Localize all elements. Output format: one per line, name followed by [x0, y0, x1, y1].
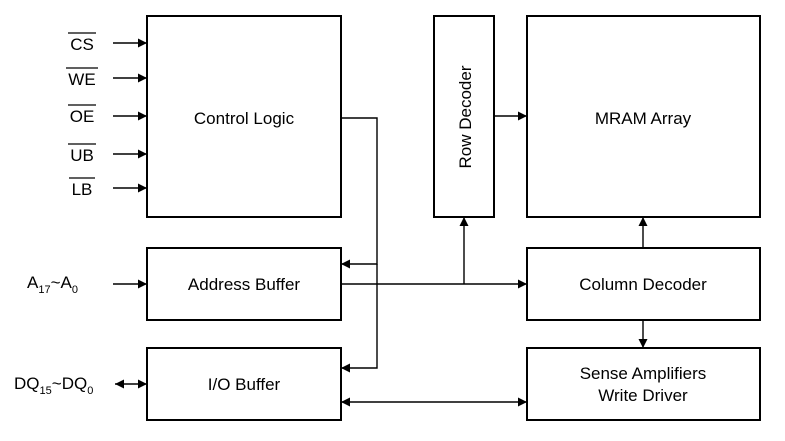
address-buffer-block: Address Buffer	[146, 247, 342, 321]
we-signal-label: WE	[68, 70, 95, 89]
oe-signal-label: OE	[70, 107, 95, 126]
row-decoder-label: Row Decoder	[456, 65, 475, 168]
address-bus-label: A17~A0	[27, 273, 78, 296]
lb-signal-label: LB	[72, 180, 93, 199]
control-signal-oe: OE	[68, 104, 147, 126]
io-buffer-block: I/O Buffer	[146, 347, 342, 421]
column-decoder-block: Column Decoder	[526, 247, 761, 321]
control-logic-label: Control Logic	[194, 109, 295, 128]
control-signal-ub: UB	[68, 143, 147, 165]
address-buffer-label: Address Buffer	[188, 275, 300, 294]
cs-signal-label: CS	[70, 35, 94, 54]
address-bus-input: A17~A0	[27, 273, 147, 296]
sense-amplifiers-block: Sense Amplifiers Write Driver	[526, 347, 761, 421]
data-bus-io: DQ15~DQ0	[14, 374, 147, 397]
control-signal-cs: CS	[68, 32, 147, 54]
control-signal-lb: LB	[69, 177, 147, 199]
write-driver-label: Write Driver	[598, 386, 688, 405]
row-decoder-block: Row Decoder	[433, 15, 495, 218]
control-logic-block: Control Logic	[146, 15, 342, 218]
io-buffer-label: I/O Buffer	[208, 375, 281, 394]
sense-amplifiers-label: Sense Amplifiers	[580, 364, 707, 383]
address-to-decoders-wires	[341, 217, 527, 289]
data-bus-label: DQ15~DQ0	[14, 374, 93, 397]
control-to-buffers-wires	[341, 117, 378, 373]
control-signal-we: WE	[66, 67, 147, 89]
mram-array-label: MRAM Array	[595, 109, 692, 128]
column-decoder-label: Column Decoder	[579, 275, 707, 294]
ub-signal-label: UB	[70, 146, 94, 165]
mram-array-block: MRAM Array	[526, 15, 761, 218]
